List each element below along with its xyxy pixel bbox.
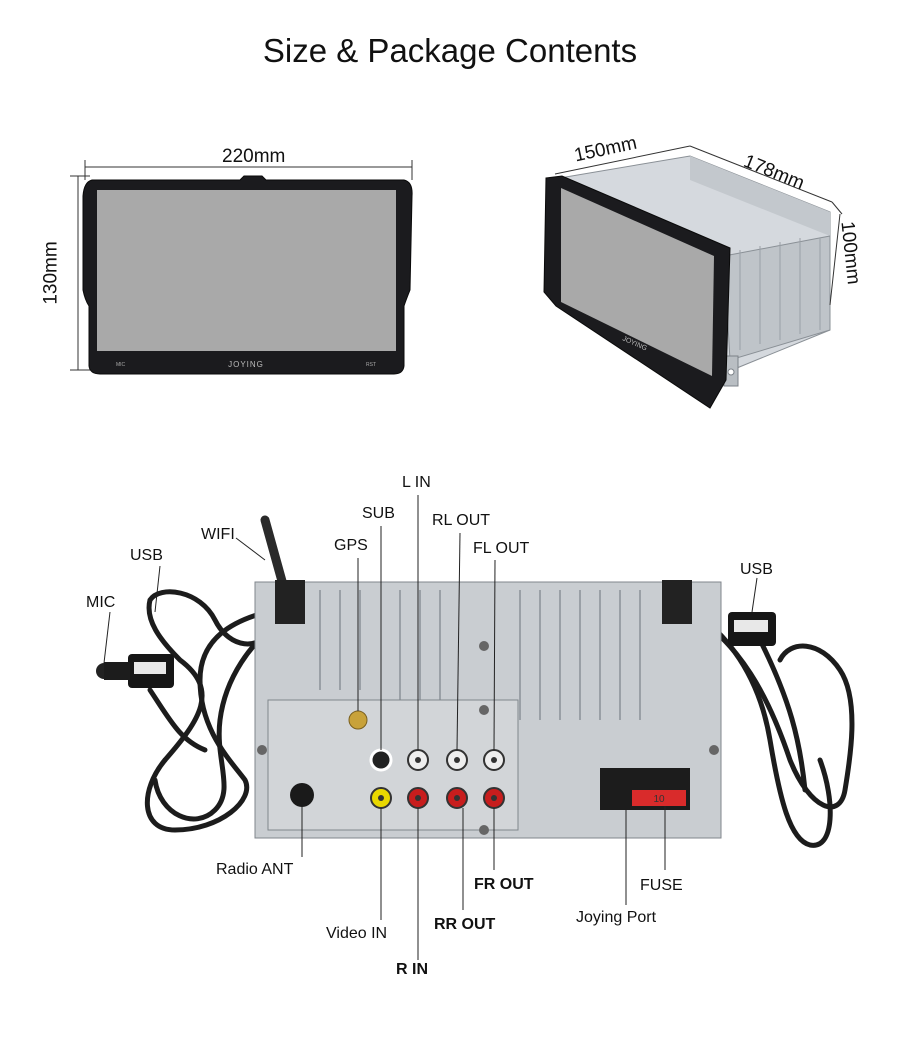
label-gps: GPS <box>334 537 368 554</box>
leader-lines <box>103 495 758 960</box>
left-cables <box>144 589 288 833</box>
front-width-dimension <box>84 160 413 180</box>
radio-ant-port <box>290 783 314 807</box>
front-unit: MIC JOYING RST <box>82 175 413 375</box>
label-joying-port: Joying Port <box>576 909 657 926</box>
label-video-in: Video IN <box>326 925 388 942</box>
gps-port <box>348 710 368 730</box>
front-mic-label: MIC <box>116 362 126 368</box>
label-usb-right: USB <box>740 561 773 578</box>
front-brand: JOYING <box>228 360 264 369</box>
sub-port <box>369 748 393 772</box>
side-unit: JOYING <box>543 155 831 409</box>
label-fl-out: FL OUT <box>473 540 530 557</box>
front-width-label: 220mm <box>222 146 286 167</box>
label-r-in: R IN <box>396 961 428 978</box>
label-sub: SUB <box>362 505 395 522</box>
side-dimensions <box>554 145 843 306</box>
label-fr-out: FR OUT <box>474 876 534 893</box>
label-fuse: FUSE <box>640 877 683 894</box>
page-title: Size & Package Contents <box>262 32 638 69</box>
front-height-dimension <box>70 175 90 371</box>
label-l-in: L IN <box>402 474 431 491</box>
front-screen <box>97 190 396 351</box>
label-rl-out: RL OUT <box>432 512 491 529</box>
label-usb-left: USB <box>130 547 163 564</box>
side-screen <box>561 188 714 376</box>
fuse <box>632 790 686 806</box>
label-wifi: WIFI <box>201 526 235 543</box>
right-cables <box>672 597 855 848</box>
back-panel: 10 <box>96 515 855 848</box>
fuse-value: 10 <box>653 794 665 805</box>
front-height-label: 130mm <box>40 241 62 305</box>
label-rr-out: RR OUT <box>434 916 496 933</box>
front-rst-label: RST <box>366 362 376 368</box>
label-radio-ant: Radio ANT <box>216 861 294 878</box>
label-mic: MIC <box>86 594 116 611</box>
